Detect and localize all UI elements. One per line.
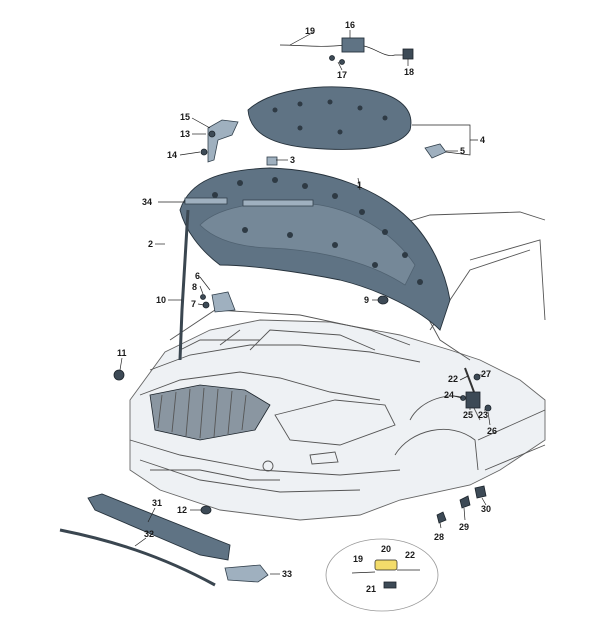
leader-lines [119,30,491,575]
callout-5: 5 [460,146,465,156]
callout-25: 25 [463,410,473,420]
car-body [129,211,546,521]
callout-10: 10 [156,295,166,305]
callout-30: 30 [481,504,491,514]
seal-strip-left [184,197,228,205]
callout-11: 11 [117,348,127,358]
grille [149,384,271,441]
inset-callout-22: 22 [405,550,415,560]
callout-6: 6 [195,271,200,281]
callout-18: 18 [404,67,414,77]
callout-8: 8 [192,282,197,292]
hood-hinge [200,119,239,163]
callout-28: 28 [434,532,444,542]
callout-16: 16 [345,20,355,30]
callout-4: 4 [480,135,485,145]
callout-1: 1 [357,180,362,190]
callout-22: 22 [448,374,458,384]
callout-27: 27 [481,369,491,379]
seal-strip-right [242,199,314,207]
stay-bracket [211,291,236,313]
inset-callout-20: 20 [381,544,391,554]
bump-stop-11 [113,369,125,381]
side-latch-parts [436,367,492,524]
callout-19: 19 [305,26,315,36]
clip-12 [200,505,212,515]
callout-26: 26 [487,426,497,436]
callout-9: 9 [364,295,369,305]
hood-panel [179,167,451,331]
insulation-mat [247,86,412,150]
hood-stay-rod [178,209,190,361]
clip-part-5 [424,143,447,159]
grommet-9 [377,295,389,305]
callout-33: 33 [282,569,292,579]
callout-31: 31 [152,498,162,508]
callout-23: 23 [478,410,488,420]
callout-3: 3 [290,155,295,165]
callout-labels: 19 16 17 18 15 13 14 3 4 5 1 34 2 6 8 10… [117,20,497,594]
grille-bars [157,387,247,439]
callout-34: 34 [142,197,152,207]
callout-7: 7 [191,299,196,309]
callout-15: 15 [180,112,190,122]
part-3-clip [266,156,278,166]
callout-29: 29 [459,522,469,532]
callout-32: 32 [144,529,154,539]
inset-callout-21: 21 [366,584,376,594]
callout-12: 12 [177,505,187,515]
hood-holes [212,177,423,285]
callout-24: 24 [444,390,454,400]
callout-13: 13 [180,129,190,139]
inset-detail [325,538,439,612]
callout-14: 14 [167,150,177,160]
cowl-panel [59,493,269,587]
hood-latch-cable [279,37,414,65]
callout-2: 2 [148,239,153,249]
inset-callout-19: 19 [353,554,363,564]
callout-17: 17 [337,70,347,80]
